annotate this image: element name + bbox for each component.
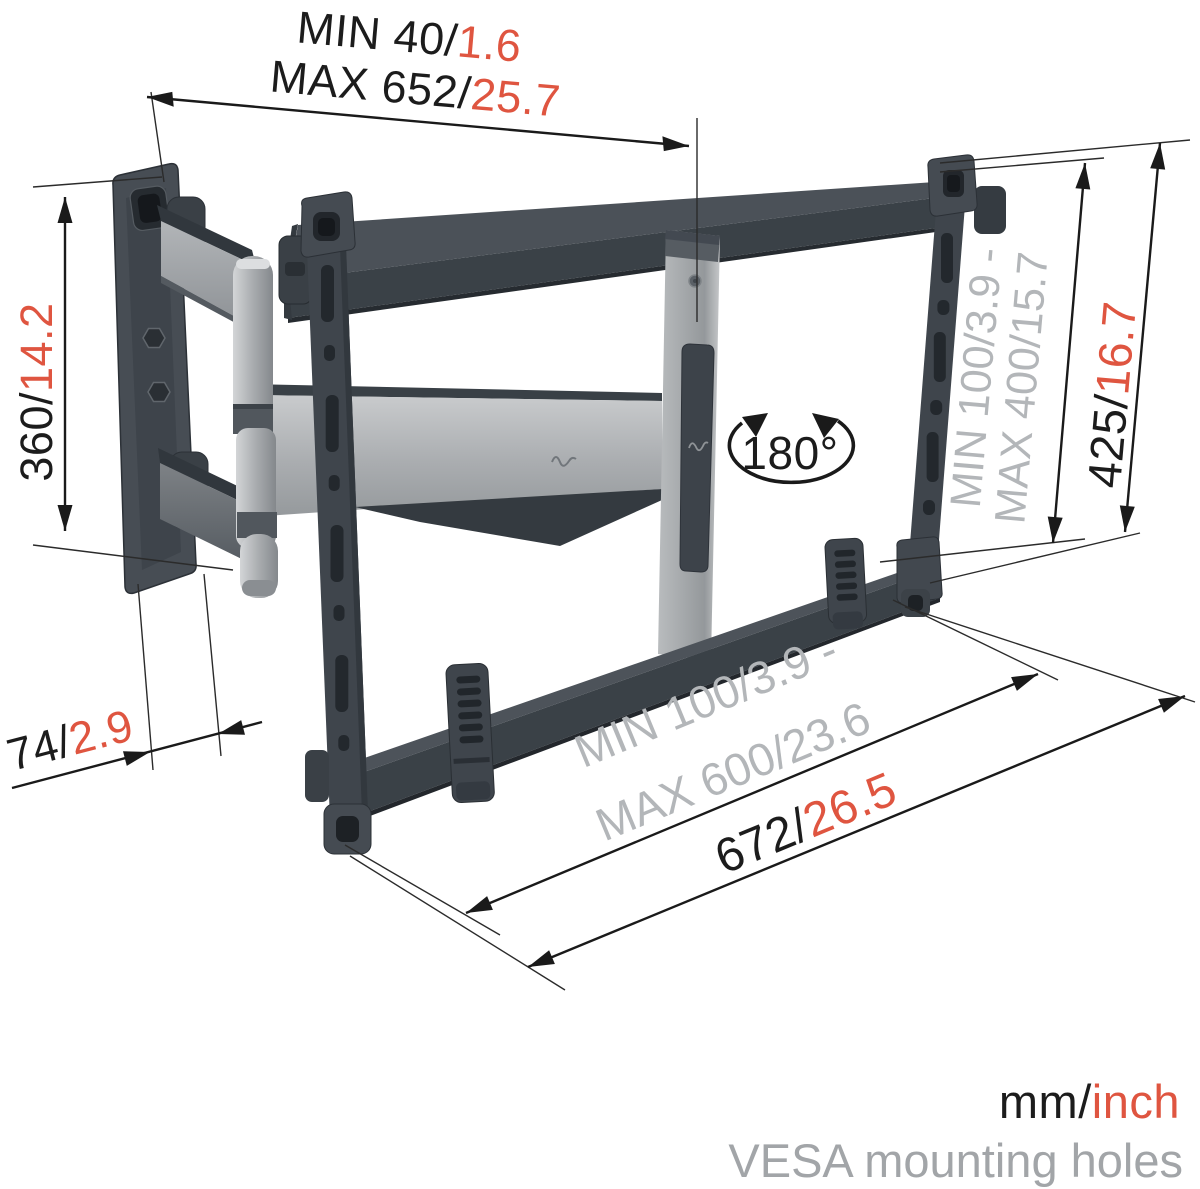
upper-arm-lip [161, 276, 256, 334]
lower-arm-front-face [160, 463, 252, 564]
legend-units: mm/inch [999, 1075, 1180, 1128]
wall-plate-top-hole [129, 185, 170, 232]
brand-script-column [688, 441, 709, 452]
legend: mm/inch VESA mounting holes [728, 1075, 1183, 1187]
column-inset-panel [679, 343, 715, 573]
top-rail [284, 181, 950, 323]
left-rail [278, 191, 372, 855]
dim-plate-depth-label: 74/2.9 [2, 699, 139, 780]
center-column [658, 230, 720, 660]
dim-right-height-label: 425/16.7 [1077, 299, 1146, 490]
tv-mount-illustration [112, 154, 1006, 855]
dim-left-height: 360/14.2 [11, 176, 234, 571]
forearm-underside [355, 489, 662, 546]
dim-right-height: 425/16.7 [929, 139, 1191, 584]
lower-arm-top-face [158, 448, 252, 507]
rotation-indicator: 180° [727, 413, 856, 485]
forearm-top-edge [250, 384, 662, 401]
dimension-annotations: MIN 40/1.6 MAX 652/25.7 360/14.2 74/2.9 [2, 1, 1196, 991]
clamp-bottom-left [445, 662, 495, 804]
corner-block-right [896, 536, 943, 617]
clamp-bottom-right [824, 537, 868, 630]
left-rail-tab [305, 750, 329, 802]
pivot-shaft [233, 256, 278, 598]
rotation-arrow-right [812, 413, 839, 438]
rotation-arc [727, 419, 856, 485]
dim-plate-depth: 74/2.9 [2, 573, 263, 790]
dim-left-height-label: 360/14.2 [11, 302, 62, 481]
hex-bolt-bottom [147, 381, 171, 403]
legend-caption: VESA mounting holes [728, 1134, 1183, 1187]
articulating-arm [157, 205, 662, 598]
rotation-angle-label: 180° [741, 427, 838, 479]
upper-arm-top-face [157, 205, 256, 266]
upper-arm-front-face [161, 221, 256, 328]
rotation-arrow-left [742, 413, 768, 437]
brand-script-forearm [551, 456, 577, 467]
hex-bolt-top [142, 327, 166, 349]
